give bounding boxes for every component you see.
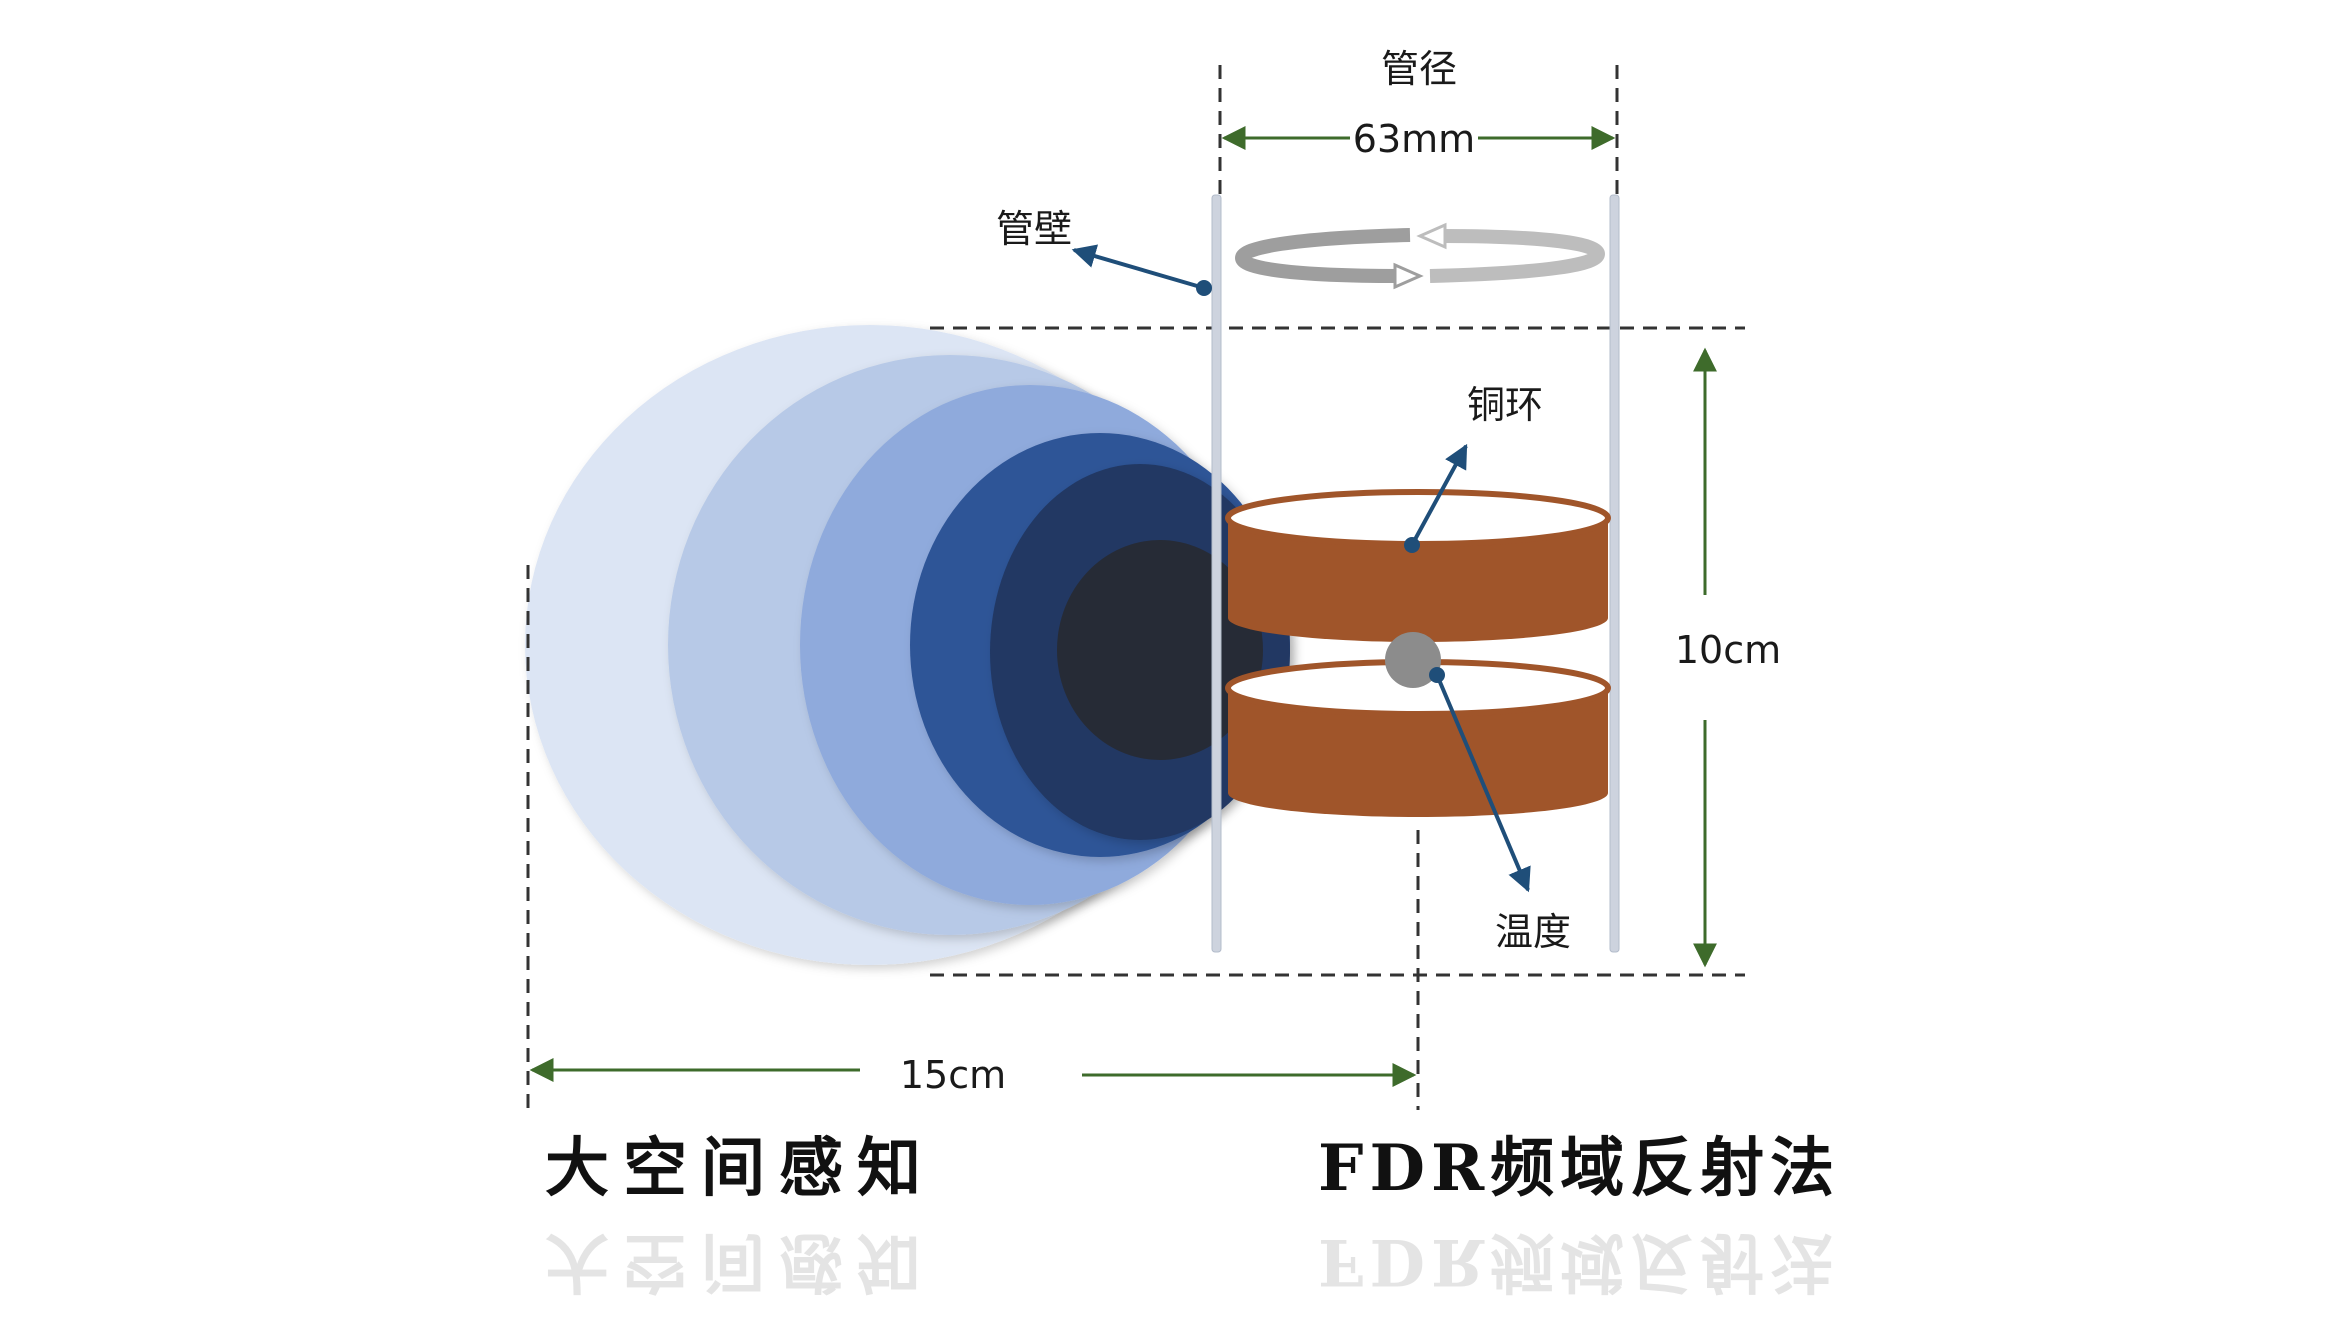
labels: 管径 63mm 管壁 铜环 10cm 温度 15cm: [900, 47, 1781, 1097]
dimension-arrows: [529, 126, 1717, 1087]
pipe-wall-right: [1609, 194, 1620, 953]
pipe-wall-label: 管壁: [996, 207, 1072, 251]
pipe-wall-left: [1211, 194, 1222, 953]
width-label: 15cm: [900, 1053, 1006, 1097]
temperature-pointer: [1429, 667, 1531, 893]
pipe-diameter-title: 管径: [1381, 47, 1457, 91]
height-label: 10cm: [1675, 628, 1781, 672]
titles: 大空间感知 FDR频域反射法 大空间感知 FDR频域反射法: [545, 1131, 1840, 1299]
right-title-reflection: FDR频域反射法: [1318, 1224, 1840, 1299]
pipe-diameter-value: 63mm: [1353, 117, 1475, 161]
sensing-field: [525, 325, 1290, 965]
left-title: 大空间感知: [545, 1131, 935, 1206]
pipe: [1211, 194, 1620, 953]
copper-ring-label: 铜环: [1467, 383, 1543, 427]
pointer-arrows: [1071, 244, 1531, 893]
copper-ring-pointer: [1404, 443, 1468, 553]
left-title-reflection: 大空间感知: [545, 1224, 935, 1299]
right-title: FDR频域反射法: [1318, 1131, 1840, 1206]
dashed-guides: [526, 65, 1745, 1110]
pipe-wall-pointer: [1071, 244, 1212, 296]
rotation-arrows-icon: [1234, 222, 1606, 290]
temperature-label: 温度: [1495, 910, 1571, 954]
copper-ring-top: [1225, 489, 1611, 642]
temperature-sensor: [1385, 632, 1441, 688]
